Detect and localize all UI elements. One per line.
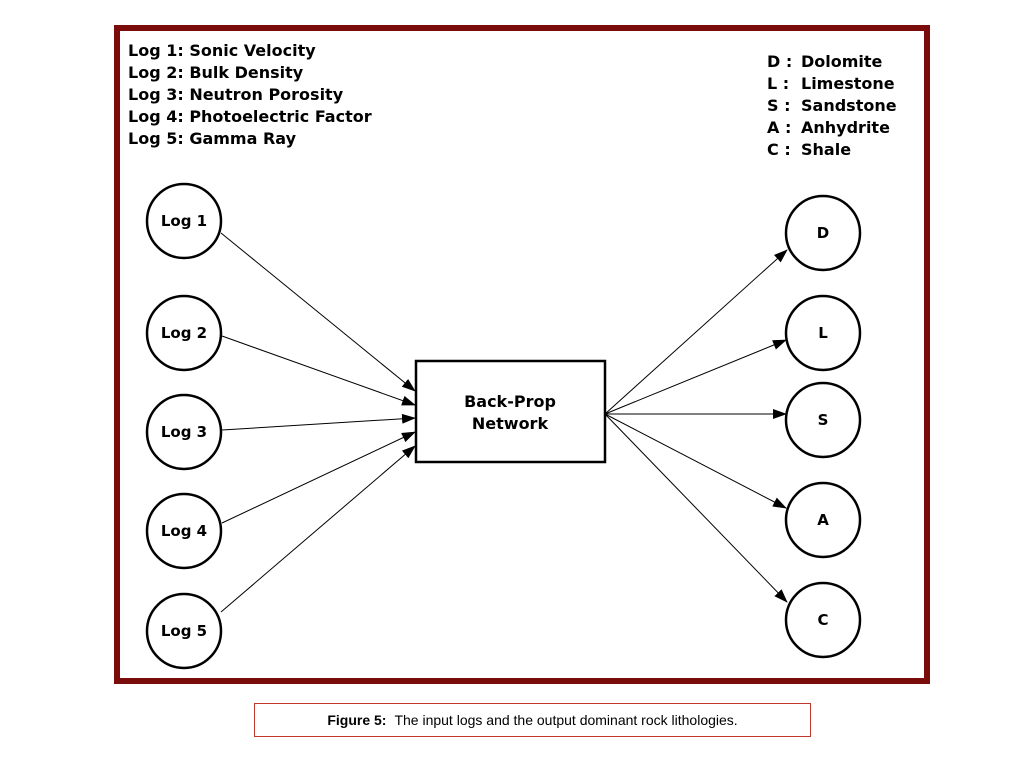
input-node-log5: Log 5 [145, 592, 223, 670]
arrow-log5-to-network [220, 445, 416, 613]
legend-output-code-l: L : [767, 74, 789, 93]
arrow-log3-to-network [221, 413, 416, 431]
input-node-log1: Log 1 [145, 182, 223, 260]
arrow-log4-to-network [221, 431, 416, 524]
legend-output-name-d: Dolomite [801, 52, 883, 71]
arrow-log2-to-network [221, 335, 416, 406]
legend-input-4: Log 4: Photoelectric Factor [128, 107, 372, 126]
legend-output-name-l: Limestone [801, 74, 895, 93]
legend-output-code-d: D : [767, 52, 792, 71]
input-node-log4: Log 4 [145, 492, 223, 570]
legend-input-1: Log 1: Sonic Velocity [128, 41, 316, 60]
output-arrows [604, 249, 788, 603]
network-box: Back-Prop Network [414, 359, 607, 464]
legend-output-name-c: Shale [801, 140, 851, 159]
output-node-label: S [818, 411, 829, 429]
input-node-label: Log 1 [161, 212, 207, 230]
input-node-log2: Log 2 [145, 294, 223, 372]
output-node-label: A [817, 511, 829, 529]
arrow-network-to-l [604, 339, 787, 415]
output-node-label: L [818, 324, 828, 342]
legend-input-5: Log 5: Gamma Ray [128, 129, 297, 148]
input-node-label: Log 2 [161, 324, 207, 342]
figure-caption: Figure 5: The input logs and the output … [254, 703, 811, 737]
output-node-l: L [784, 294, 862, 372]
input-arrows [220, 232, 416, 613]
network-label-line2: Network [472, 414, 549, 433]
output-node-c: C [784, 581, 862, 659]
output-node-label: D [817, 224, 829, 242]
input-node-label: Log 4 [161, 522, 207, 540]
arrow-log1-to-network [220, 232, 416, 392]
input-node-log3: Log 3 [145, 393, 223, 471]
output-node-d: D [784, 194, 862, 272]
network-label-line1: Back-Prop [464, 392, 556, 411]
legend-output-code-s: S : [767, 96, 791, 115]
caption-label: Figure 5: [327, 712, 387, 728]
legend-output-name-a: Anhydrite [801, 118, 890, 137]
arrow-network-to-c [604, 413, 788, 603]
legend-input-3: Log 3: Neutron Porosity [128, 85, 344, 104]
output-node-label: C [817, 611, 828, 629]
legend-output-name-s: Sandstone [801, 96, 897, 115]
arrow-network-to-a [604, 413, 787, 509]
input-node-label: Log 5 [161, 622, 207, 640]
output-node-a: A [784, 481, 862, 559]
caption-text: The input logs and the output dominant r… [394, 712, 738, 728]
legend-output-code-c: C : [767, 140, 791, 159]
arrow-network-to-d [604, 249, 788, 415]
legend-output-code-a: A : [767, 118, 791, 137]
input-node-label: Log 3 [161, 423, 207, 441]
legend-input-2: Log 2: Bulk Density [128, 63, 304, 82]
output-node-s: S [784, 381, 862, 459]
